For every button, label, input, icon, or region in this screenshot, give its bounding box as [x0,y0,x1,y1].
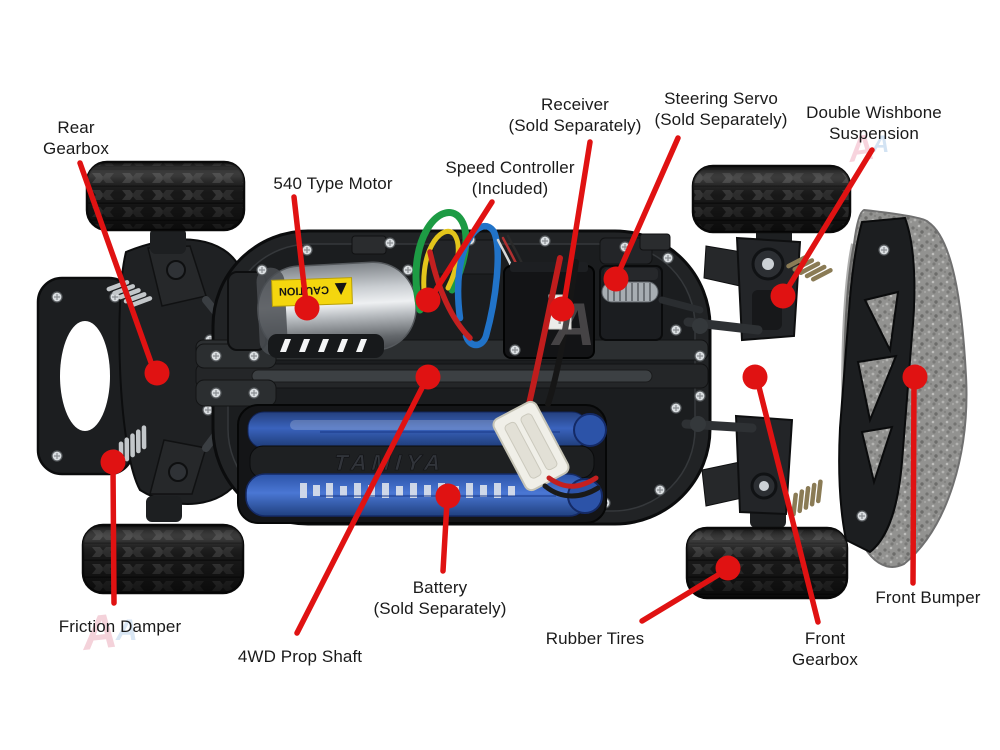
label-line: (Sold Separately) [508,116,642,135]
label-4wd-prop-shaft: 4WD Prop Shaft [238,646,362,667]
callout-dot-speed-controller [415,287,441,313]
label-line: Rubber Tires [545,629,645,648]
label-front-bumper: Front Bumper [875,587,980,608]
label-rubber-tires: Rubber Tires [546,628,645,649]
label-540-type-motor: 540 Type Motor [273,173,392,194]
bumper-brace [838,216,916,554]
front-tire-top [691,164,852,234]
callout-dot-front-gearbox [742,364,768,390]
prop-shaft [251,369,653,383]
label-battery: Battery (Sold Separately) [373,577,506,619]
label-receiver: Receiver (Sold Separately) [508,94,641,136]
callout-line-rubber-tires [639,569,726,624]
callout-dot-rubber-tires [715,555,741,581]
motor-540: CAUTION [227,261,417,358]
label-speed-controller: Speed Controller (Included) [445,157,574,199]
callout-dot-front-bumper [902,364,928,390]
callout-line-front-gearbox [755,380,821,625]
callout-line-prop-shaft [294,379,428,636]
label-line: Gearbox [792,650,858,669]
label-front-gearbox: Front Gearbox [792,628,858,670]
callout-line-speed-controller [429,199,495,299]
callout-dot-rear-gearbox [144,360,170,386]
label-friction-damper: Friction Damper [59,616,181,637]
battery-strap-text: TAMIYA [333,450,446,475]
yellow-wire [421,229,461,309]
callout-dot-steering-servo [603,266,629,292]
label-line: Double Wishbone [806,103,942,122]
svg-text:A: A [871,131,889,158]
callout-line-motor [291,194,309,306]
callout-dot-double-wishbone [770,283,796,309]
callout-line-front-bumper [910,379,917,586]
callout-dot-friction-damper [100,449,126,475]
callout-dot-motor [294,295,320,321]
front-suspension-assembly [681,236,830,514]
label-line: Rear [57,118,95,137]
callout-line-double-wishbone [783,147,875,294]
label-line: Steering Servo [664,89,778,108]
label-rear-gearbox: Rear Gearbox [43,117,109,159]
battery-connector [492,255,601,499]
label-line: Speed Controller [445,158,575,177]
motor-vents [280,339,367,352]
callouts [77,135,917,636]
label-line: (Sold Separately) [654,110,788,129]
red-wire [427,249,473,341]
svg-text:A: A [79,605,120,661]
callout-dot-receiver [549,296,575,322]
label-line: Suspension [829,124,919,143]
rear-tire-top [85,160,246,232]
svg-text:A: A [115,614,138,647]
callout-line-friction-damper [110,464,117,606]
callout-line-rear-gearbox [77,160,156,371]
label-line: Front [804,629,846,648]
label-line: Gearbox [43,139,109,158]
callout-line-battery [440,499,450,574]
label-line: (Sold Separately) [373,599,507,618]
callout-line-receiver [561,139,593,307]
callout-dot-battery [435,483,461,509]
label-double-wishbone-suspension: Double Wishbone Suspension [806,102,942,144]
rear-tire-bottom [81,523,245,595]
callout-dots [100,266,928,581]
watermark: A A A A A [79,126,890,661]
label-line: Battery [412,578,468,597]
label-steering-servo: Steering Servo (Sold Separately) [654,88,787,130]
label-line: Friction Damper [58,617,182,636]
front-tire-bottom [685,526,849,600]
label-line: (Included) [471,179,549,198]
caution-sticker: CAUTION [271,277,353,307]
label-line: 540 Type Motor [273,174,393,193]
callout-dot-prop-shaft [415,364,441,390]
callout-line-steering-servo [615,135,681,277]
label-line: Receiver [541,95,609,114]
label-line: 4WD Prop Shaft [237,647,363,666]
label-line: Front Bumper [875,588,981,607]
